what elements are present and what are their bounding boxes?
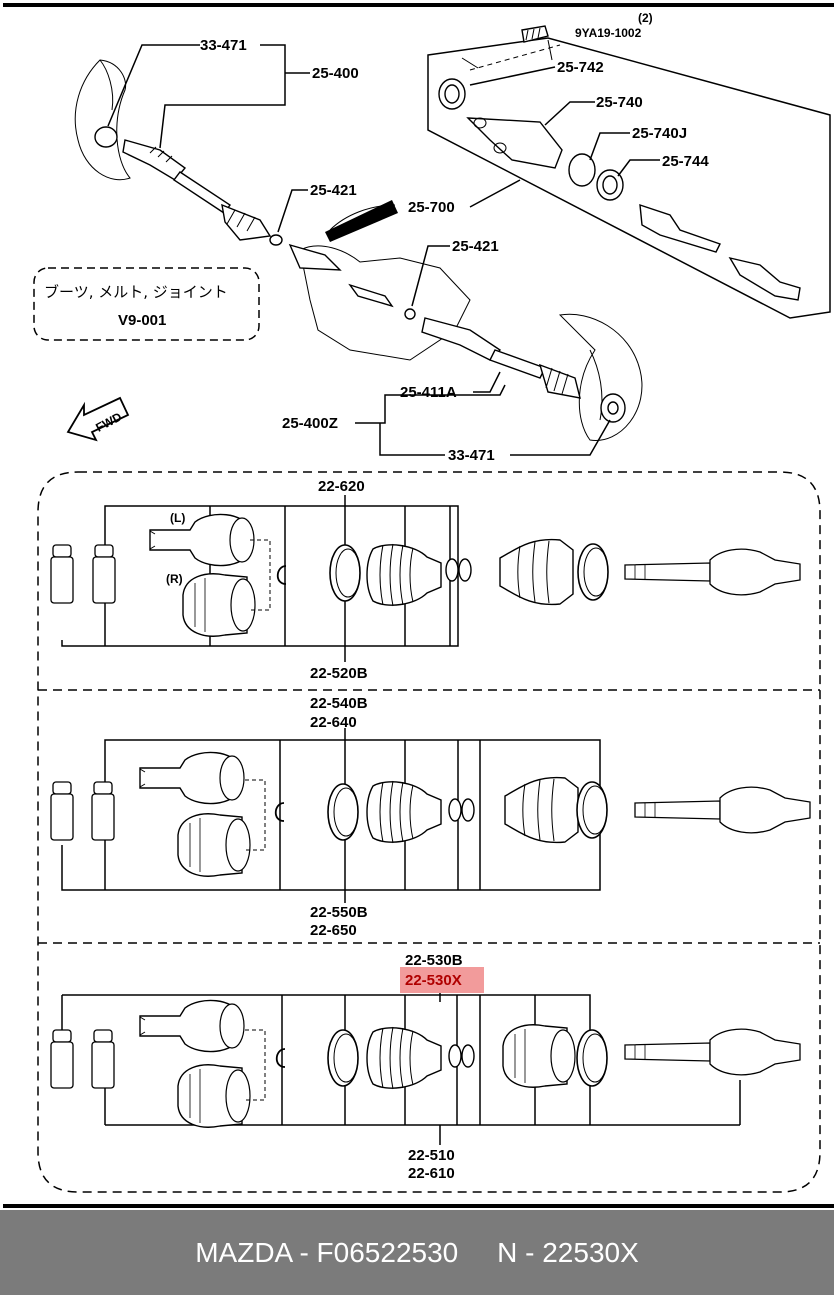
label-25-400z: 25-400Z	[282, 415, 338, 432]
grease-tube-2	[91, 781, 115, 841]
label-22-640: 22-640	[310, 714, 357, 731]
kit-panels-frame	[37, 471, 821, 1193]
label-22-610: 22-610	[408, 1165, 455, 1182]
leader-lines-top	[107, 44, 660, 456]
note-japanese: ブーツ, メルト, ジョイント	[44, 283, 228, 301]
outer-band	[576, 1029, 608, 1087]
label-22-530b: 22-530B	[405, 952, 463, 969]
note-reference: V9-001	[118, 312, 166, 329]
driveshaft	[634, 786, 811, 834]
inner-joint-left	[139, 999, 245, 1053]
label-22-510: 22-510	[408, 1147, 455, 1164]
grease-tube-1	[50, 1029, 74, 1089]
kit-panel-1: (L) (R) 22-620 22-520B	[50, 478, 801, 682]
inner-joint-right	[182, 573, 256, 637]
grease-tube-2	[91, 1029, 115, 1089]
label-22-540b: 22-540B	[310, 695, 368, 712]
left-hub-knuckle	[74, 59, 131, 181]
right-hub-knuckle	[558, 313, 643, 441]
label-25-740j: 25-740J	[632, 125, 687, 142]
boot-band	[327, 783, 359, 841]
inner-boot	[366, 1026, 442, 1090]
outer-boot	[499, 538, 574, 606]
label-22-650: 22-650	[310, 922, 357, 939]
driveshaft	[624, 548, 801, 596]
inner-joint-right	[177, 813, 251, 877]
label-22-530x-highlighted: 22-530X	[405, 972, 462, 989]
boot-band	[329, 544, 361, 602]
kit-panel-2: 22-540B 22-640 22-550B 22-650	[50, 695, 811, 939]
highlight-box	[400, 967, 484, 993]
label-25-400: 25-400	[312, 65, 359, 82]
label-25-742: 25-742	[557, 59, 604, 76]
label-22-520b: 22-520B	[310, 665, 368, 682]
inner-joint-right	[177, 1064, 251, 1128]
parts-diagram: 33-471 25-400 25-421 25-421 25-411A 25-4…	[3, 3, 834, 1208]
outer-joint	[502, 1024, 576, 1088]
label-9ya19-1002: 9YA19-1002	[575, 26, 642, 40]
label-25-700: 25-700	[408, 199, 455, 216]
caption-text: MAZDA - F06522530 N - 22530X	[195, 1236, 639, 1268]
outer-band	[577, 543, 609, 601]
snap-ring	[275, 1048, 286, 1068]
tag-right: (R)	[166, 572, 183, 586]
outer-boot	[504, 776, 579, 844]
fwd-arrow-icon: FWD	[66, 396, 130, 442]
left-driveshaft	[122, 139, 283, 246]
inner-joint-left	[149, 513, 255, 567]
boot-clip	[448, 798, 475, 822]
label-33-471-bottom: 33-471	[448, 447, 495, 464]
caption-bar: MAZDA - F06522530 N - 22530X	[0, 1210, 834, 1295]
kit-panel-3: 22-530B 22-530X 22-510 22-610	[50, 952, 801, 1182]
label-25-411a: 25-411A	[400, 384, 457, 401]
right-driveshaft	[421, 317, 581, 399]
label-qty: (2)	[638, 11, 653, 25]
grease-tube-1	[50, 544, 74, 604]
label-33-471-top: 33-471	[200, 37, 247, 54]
inner-boot	[366, 780, 442, 844]
driveshaft	[624, 1028, 801, 1076]
center-transaxle	[288, 200, 471, 361]
label-25-421-b: 25-421	[452, 238, 499, 255]
grease-tube-1	[50, 781, 74, 841]
note-box: ブーツ, メルト, ジョイント V9-001	[33, 267, 260, 341]
inner-boot	[366, 543, 442, 607]
label-25-744: 25-744	[662, 153, 709, 170]
intermediate-shaft-inset	[427, 25, 831, 319]
label-22-620: 22-620	[318, 478, 365, 495]
grease-tube-2	[92, 544, 116, 604]
inner-joint-left	[139, 751, 245, 805]
label-25-421-a: 25-421	[310, 182, 357, 199]
boot-clip	[448, 1044, 475, 1068]
label-25-740: 25-740	[596, 94, 643, 111]
label-22-550b: 22-550B	[310, 904, 368, 921]
outer-band	[576, 781, 608, 839]
boot-band	[327, 1029, 359, 1087]
tag-left: (L)	[170, 511, 185, 525]
